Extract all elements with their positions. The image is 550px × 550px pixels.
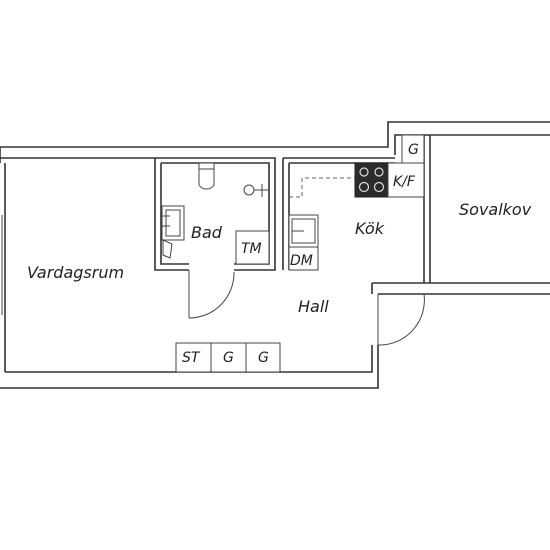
wall-cabinet-outline bbox=[289, 177, 355, 198]
fridge-freezer-box bbox=[387, 162, 425, 198]
fixture-label-kf: K/F bbox=[393, 174, 416, 190]
fixture-label-tm: TM bbox=[241, 241, 262, 257]
wardrobe-box-top bbox=[401, 134, 425, 164]
outer-walls bbox=[0, 121, 550, 389]
fixture-label-g2: G bbox=[258, 350, 269, 366]
fixture-label-g1: G bbox=[223, 350, 234, 366]
room-label-kok: Kök bbox=[355, 219, 385, 238]
bottom-storage bbox=[175, 342, 281, 373]
bathroom-door bbox=[188, 270, 235, 319]
kitchen-sink bbox=[288, 214, 319, 248]
room-label-sovalkov: Sovalkov bbox=[459, 200, 532, 219]
room-label-bad: Bad bbox=[191, 223, 223, 242]
alcove-partition bbox=[423, 135, 431, 283]
fixture-label-g-top: G bbox=[408, 142, 419, 158]
dishwasher-box bbox=[288, 246, 319, 271]
stove bbox=[354, 162, 389, 198]
room-label-vardagsrum: Vardagsrum bbox=[27, 263, 124, 282]
washing-machine-box bbox=[235, 230, 270, 265]
fixture-label-dm: DM bbox=[290, 253, 313, 269]
toilet bbox=[198, 162, 215, 190]
fixture-label-st: ST bbox=[182, 350, 201, 366]
washbasin bbox=[161, 205, 185, 259]
entrance-door bbox=[377, 293, 425, 346]
shower bbox=[243, 184, 269, 197]
room-label-hall: Hall bbox=[298, 297, 329, 316]
